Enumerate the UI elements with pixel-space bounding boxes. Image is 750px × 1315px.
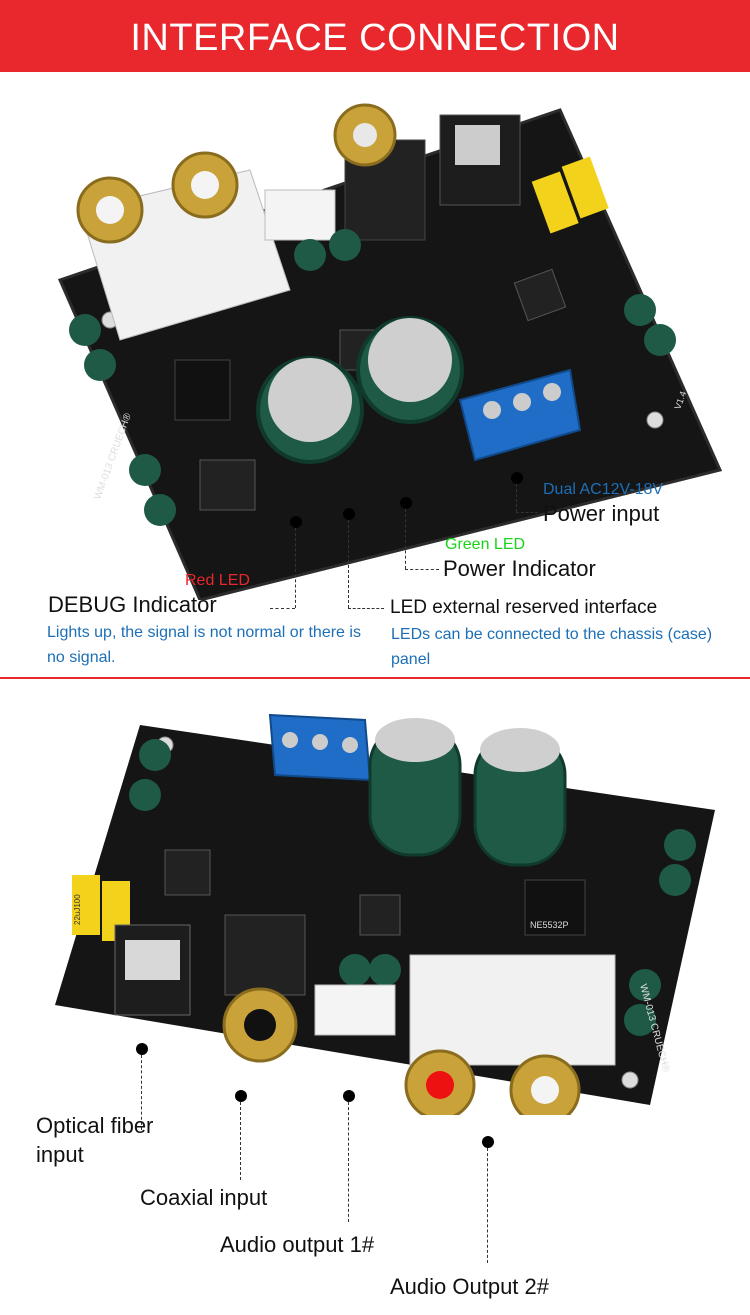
chip-silk: NE5532P (530, 920, 569, 930)
power-input-dot (511, 472, 523, 484)
coaxial-label: Coaxial input (140, 1185, 268, 1210)
power-input-label: Power input (543, 501, 660, 526)
led-interface-label: LED external reserved interface (390, 597, 658, 618)
audio-out1-dot (343, 1090, 355, 1102)
section-divider (0, 677, 750, 679)
power-indicator-label: Power Indicator (443, 556, 596, 581)
audio-out1-label: Audio output 1# (220, 1232, 375, 1257)
debug-note: Lights up, the signal is not normal or t… (47, 624, 361, 666)
silk-model: WM-013 CRUECH® (92, 411, 134, 501)
red-led-label: Red LED (185, 572, 250, 589)
coaxial-dot (235, 1090, 247, 1102)
led-interface-dot (343, 508, 355, 520)
green-led-label: Green LED (445, 536, 526, 553)
top-board-image: WM-013 CRUECH® V1.4 (57, 103, 723, 600)
bottom-board-image: NE5532P 22uJ100 WM-013 CRUECH® (55, 713, 715, 1115)
dual-ac-label: Dual AC12V-18V (543, 481, 664, 498)
audio-out2-dot (482, 1136, 494, 1148)
led-note: LEDs can be connected to the chassis (ca… (391, 626, 713, 668)
optical-dot (136, 1043, 148, 1055)
debug-led-dot (290, 516, 302, 528)
header-title: INTERFACE CONNECTION (130, 17, 620, 59)
header-banner: INTERFACE CONNECTION (0, 0, 750, 72)
debug-indicator-label: DEBUG Indicator (48, 592, 217, 617)
audio-out2-label: Audio Output 2# (390, 1274, 550, 1299)
cap-silk: 22uJ100 (73, 894, 82, 925)
power-led-dot (400, 497, 412, 509)
optical-label: Optical fiber input (36, 1113, 154, 1167)
